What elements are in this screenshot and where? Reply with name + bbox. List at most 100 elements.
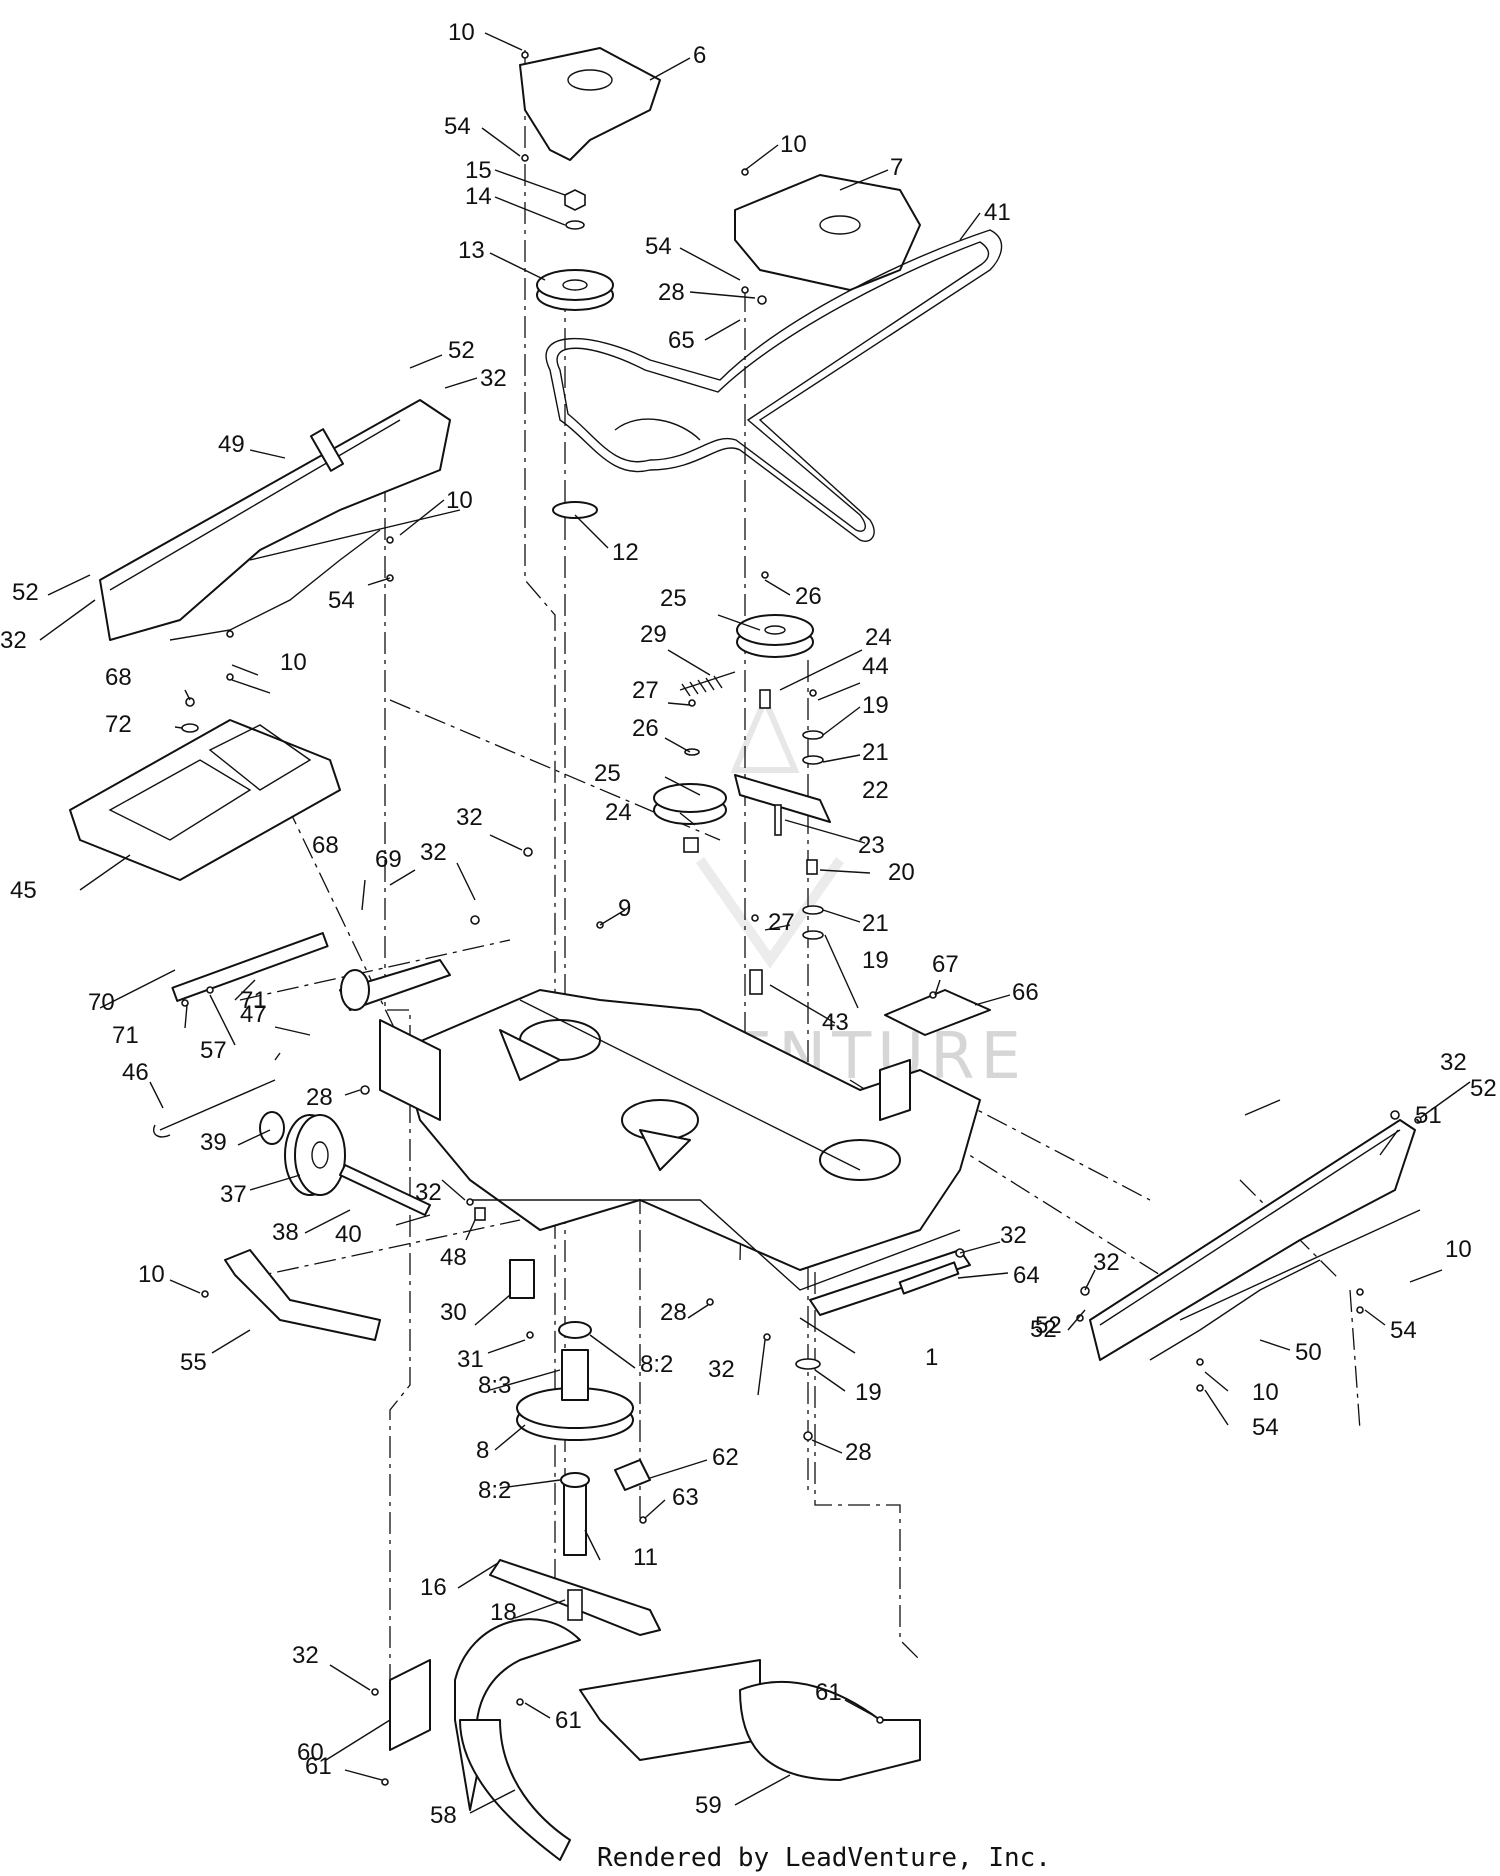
callout-label: 71 <box>112 1022 139 1049</box>
bracket-62 <box>614 1459 651 1491</box>
callout-label: 32 <box>1440 1049 1467 1076</box>
callout-label: 10 <box>138 1261 165 1288</box>
callout-label: 30 <box>440 1299 467 1326</box>
callout-label: 29 <box>640 621 667 648</box>
callout-label: 37 <box>220 1181 247 1208</box>
callout-label: 26 <box>632 715 659 742</box>
callout-label: 72 <box>105 711 132 738</box>
bracket-69 <box>339 959 451 1011</box>
callout-label: 63 <box>672 1484 699 1511</box>
callout-label: 8 <box>476 1437 489 1464</box>
callout-label: 61 <box>555 1707 582 1734</box>
callout-label: 54 <box>645 233 672 260</box>
callout-label: 47 <box>240 1001 267 1028</box>
callout-label: 68 <box>105 664 132 691</box>
watermark-logo <box>695 692 845 969</box>
callout-label: 24 <box>605 799 632 826</box>
callout-label: 41 <box>984 199 1011 226</box>
callout-label: 12 <box>612 539 639 566</box>
callout-label: 26 <box>795 583 822 610</box>
callout-label: 66 <box>1012 979 1039 1006</box>
anti-scalp-wheel <box>259 1111 431 1216</box>
callout-label: 50 <box>1295 1339 1322 1366</box>
rod-46 <box>153 1079 276 1138</box>
leader-lines <box>39 32 1471 1814</box>
callout-label: 68 <box>312 832 339 859</box>
callout-label: 61 <box>815 1679 842 1706</box>
bracket-30 <box>509 1259 535 1299</box>
callout-label: 27 <box>632 677 659 704</box>
callout-label: 28 <box>660 1299 687 1326</box>
callout-label: 54 <box>328 587 355 614</box>
callout-label: 19 <box>862 692 889 719</box>
belt-guard-left <box>99 399 461 641</box>
callout-label: 10 <box>280 649 307 676</box>
callout-label: 20 <box>888 859 915 886</box>
idler-pulley-lower <box>653 783 727 825</box>
baffle-shields <box>454 1618 921 1861</box>
callout-label: 57 <box>200 1037 227 1064</box>
spindle-housing <box>516 1321 634 1556</box>
deck-rail <box>809 1249 971 1316</box>
callout-label: 23 <box>858 832 885 859</box>
callout-label: 32 <box>708 1356 735 1383</box>
callout-label: 28 <box>845 1439 872 1466</box>
callout-label: 8:2 <box>640 1351 673 1378</box>
callout-label: 32 <box>415 1179 442 1206</box>
bracket-70 <box>171 932 329 1002</box>
callout-label: 25 <box>594 760 621 787</box>
callout-label: 52 <box>448 337 475 364</box>
callout-label: 52 <box>1035 1312 1062 1339</box>
callout-label: 10 <box>446 487 473 514</box>
footer-credit: Rendered by LeadVenture, Inc. <box>597 1843 1051 1873</box>
callout-label: 32 <box>480 365 507 392</box>
callout-label: 25 <box>660 585 687 612</box>
callout-label: 54 <box>1390 1317 1417 1344</box>
callout-label: 21 <box>862 910 889 937</box>
drive-belt <box>545 229 1003 542</box>
callout-label: 10 <box>1445 1236 1472 1263</box>
callout-label: 52 <box>12 579 39 606</box>
callout-label: 10 <box>1252 1379 1279 1406</box>
callout-label: 6 <box>693 42 706 69</box>
callout-label: 54 <box>1252 1414 1279 1441</box>
callout-label: 70 <box>88 989 115 1016</box>
callout-label: 58 <box>430 1802 457 1829</box>
callout-label: 14 <box>465 183 492 210</box>
callout-label: 8:2 <box>478 1477 511 1504</box>
belt-cover-right <box>734 174 921 291</box>
callout-label: 44 <box>862 653 889 680</box>
deflector-45 <box>69 719 341 881</box>
callout-label: 64 <box>1013 1262 1040 1289</box>
callout-label: 54 <box>444 113 471 140</box>
callout-label: 32 <box>420 839 447 866</box>
callout-label: 19 <box>862 947 889 974</box>
callout-label: 71 <box>240 987 267 1014</box>
spring-29 <box>679 671 736 697</box>
callout-label: 59 <box>695 1792 722 1819</box>
bracket-55 <box>224 1249 381 1341</box>
belt-guard-right <box>1089 1119 1421 1361</box>
decal-plate-64 <box>898 1261 960 1295</box>
callout-label: 60 <box>297 1739 324 1766</box>
callout-label: 22 <box>862 777 889 804</box>
callout-label: 46 <box>122 1059 149 1086</box>
callout-label: 19 <box>855 1379 882 1406</box>
callout-label: 1 <box>925 1344 938 1371</box>
callout-label: 45 <box>10 877 37 904</box>
callout-label: 48 <box>440 1244 467 1271</box>
callout-label: 55 <box>180 1349 207 1376</box>
callout-label: 28 <box>658 279 685 306</box>
callout-label: 21 <box>862 739 889 766</box>
callout-label: 16 <box>420 1574 447 1601</box>
callout-label: 51 <box>1415 1102 1442 1129</box>
callout-label: 8:3 <box>478 1372 511 1399</box>
callout-label: 27 <box>768 909 795 936</box>
callout-label: 32 <box>1000 1222 1027 1249</box>
callout-label: 61 <box>305 1753 332 1780</box>
callout-label: 31 <box>457 1346 484 1373</box>
callout-label: 49 <box>218 431 245 458</box>
callout-label: 62 <box>712 1444 739 1471</box>
callout-label: 10 <box>780 131 807 158</box>
callout-label: 10 <box>448 19 475 46</box>
